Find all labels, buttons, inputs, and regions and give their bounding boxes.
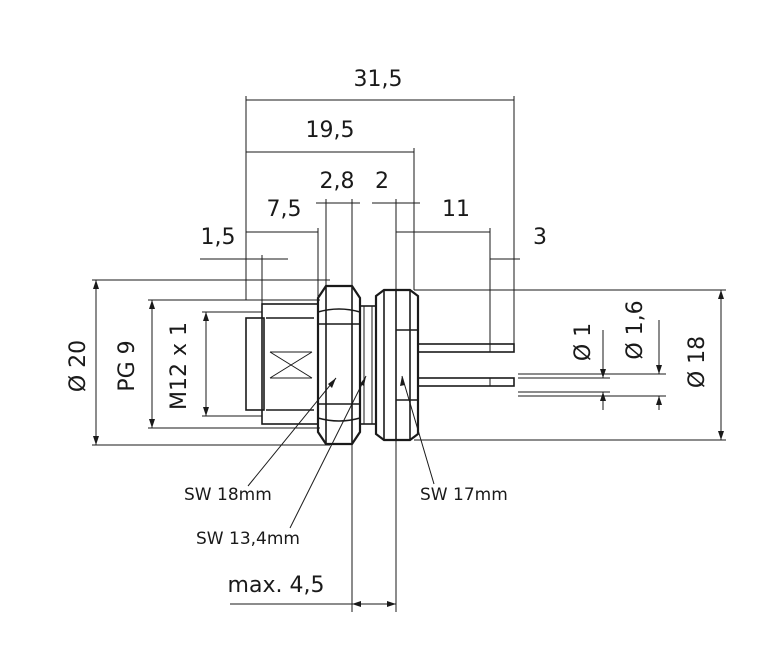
dia-metric-thread-label: M12 x 1: [167, 322, 192, 410]
dim-front-step: 1,5: [201, 225, 236, 250]
dia-flange-label: Ø 18: [685, 336, 710, 388]
dim-overall-length: 31,5: [354, 67, 403, 92]
horizontal-dimension-lines: [200, 96, 520, 612]
wrench-size-18: SW 18mm: [184, 485, 272, 505]
dim-pin-length: 11: [442, 197, 470, 222]
dim-panel-thickness: max. 4,5: [228, 573, 325, 598]
dim-front-length: 7,5: [267, 197, 302, 222]
dia-pin-large-label: Ø 1,6: [623, 300, 648, 359]
dim-body-length: 19,5: [306, 118, 355, 143]
dia-outer-label: Ø 20: [66, 340, 91, 392]
dim-nut-width: 2,8: [320, 169, 355, 194]
wrench-size-17: SW 17mm: [420, 485, 508, 505]
dim-pin-tip: 3: [533, 225, 547, 250]
dimension-arrowheads: [93, 280, 724, 607]
dia-pin-small-label: Ø 1: [571, 323, 596, 361]
connector-body: [245, 284, 515, 446]
dia-pg-thread-label: PG 9: [115, 340, 140, 391]
wrench-leader-lines: [247, 375, 435, 529]
wrench-size-13-4: SW 13,4mm: [196, 529, 300, 549]
vertical-dimension-lines: [92, 279, 726, 446]
dim-flange-width: 2: [375, 169, 389, 194]
